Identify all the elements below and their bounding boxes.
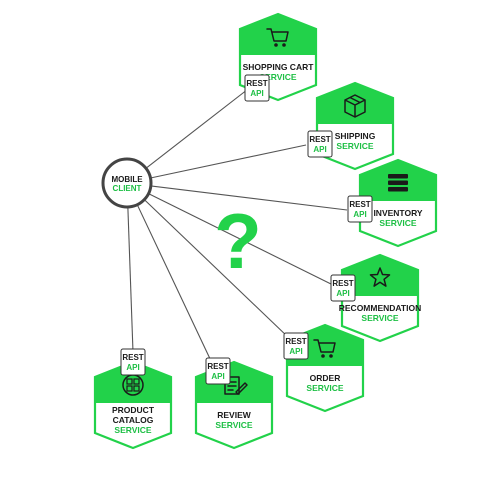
cart-icon (266, 28, 289, 47)
cart-icon (313, 339, 336, 358)
question-mark-group: ? (214, 197, 262, 285)
api-label: API (353, 210, 366, 219)
rest-api-box (307, 130, 333, 158)
stack-icon (388, 174, 408, 192)
api-badges-group: RESTAPIRESTAPIRESTAPIRESTAPIRESTAPIRESTA… (120, 74, 373, 385)
connection-line-product-catalog (127, 206, 134, 353)
service-kind: SERVICE (114, 425, 151, 435)
rest-label: REST (349, 200, 370, 209)
service-name: CATALOG (113, 415, 154, 425)
api-label: API (250, 89, 263, 98)
service-name: SHIPPING (335, 131, 376, 141)
service-kind: SERVICE (215, 420, 252, 430)
rest-label: REST (309, 135, 330, 144)
box-icon (344, 94, 366, 118)
api-label: API (211, 372, 224, 381)
client-sublabel: CLIENT (113, 184, 142, 193)
question-mark: ? (214, 197, 262, 285)
service-hexagon-top (342, 255, 418, 296)
rest-api-box (347, 195, 373, 223)
connection-lines (127, 85, 348, 364)
service-kind: SERVICE (336, 141, 373, 151)
service-name: PRODUCT (112, 405, 155, 415)
rest-api-box (330, 274, 356, 302)
mobile-client-node (101, 157, 153, 209)
service-name: ORDER (310, 373, 341, 383)
rest-api-box (283, 332, 309, 360)
service-hexagon-top (317, 83, 393, 124)
rest-api-box (120, 348, 146, 376)
rest-label: REST (246, 79, 267, 88)
service-hexagon-top (240, 14, 316, 55)
client-label: MOBILE (111, 175, 143, 184)
rest-api-box (244, 74, 270, 102)
service-kind: SERVICE (306, 383, 343, 393)
star-icon (369, 267, 391, 287)
connection-line-shopping-cart (145, 85, 253, 169)
rest-label: REST (285, 337, 306, 346)
service-name: RECOMMENDATION (339, 303, 421, 313)
service-name: REVIEW (217, 410, 252, 420)
api-label: API (313, 145, 326, 154)
api-label: API (336, 289, 349, 298)
api-label: API (289, 347, 302, 356)
service-kind: SERVICE (379, 218, 416, 228)
connection-line-inventory (150, 185, 348, 211)
rest-label: REST (122, 353, 143, 362)
rest-label: REST (207, 362, 228, 371)
service-name: SHOPPING CART (243, 62, 315, 72)
connection-line-order (143, 199, 290, 339)
service-kind: SERVICE (361, 313, 398, 323)
connection-line-recommendation (148, 193, 334, 286)
service-hexagon-top (95, 362, 171, 403)
rest-api-box (205, 357, 231, 385)
connection-line-shipping (150, 144, 307, 179)
review-icon (224, 376, 248, 395)
service-name: INVENTORY (373, 208, 422, 218)
api-label: API (126, 363, 139, 372)
service-kind: SERVICE (259, 72, 296, 82)
connection-line-review (136, 204, 213, 364)
rest-label: REST (332, 279, 353, 288)
